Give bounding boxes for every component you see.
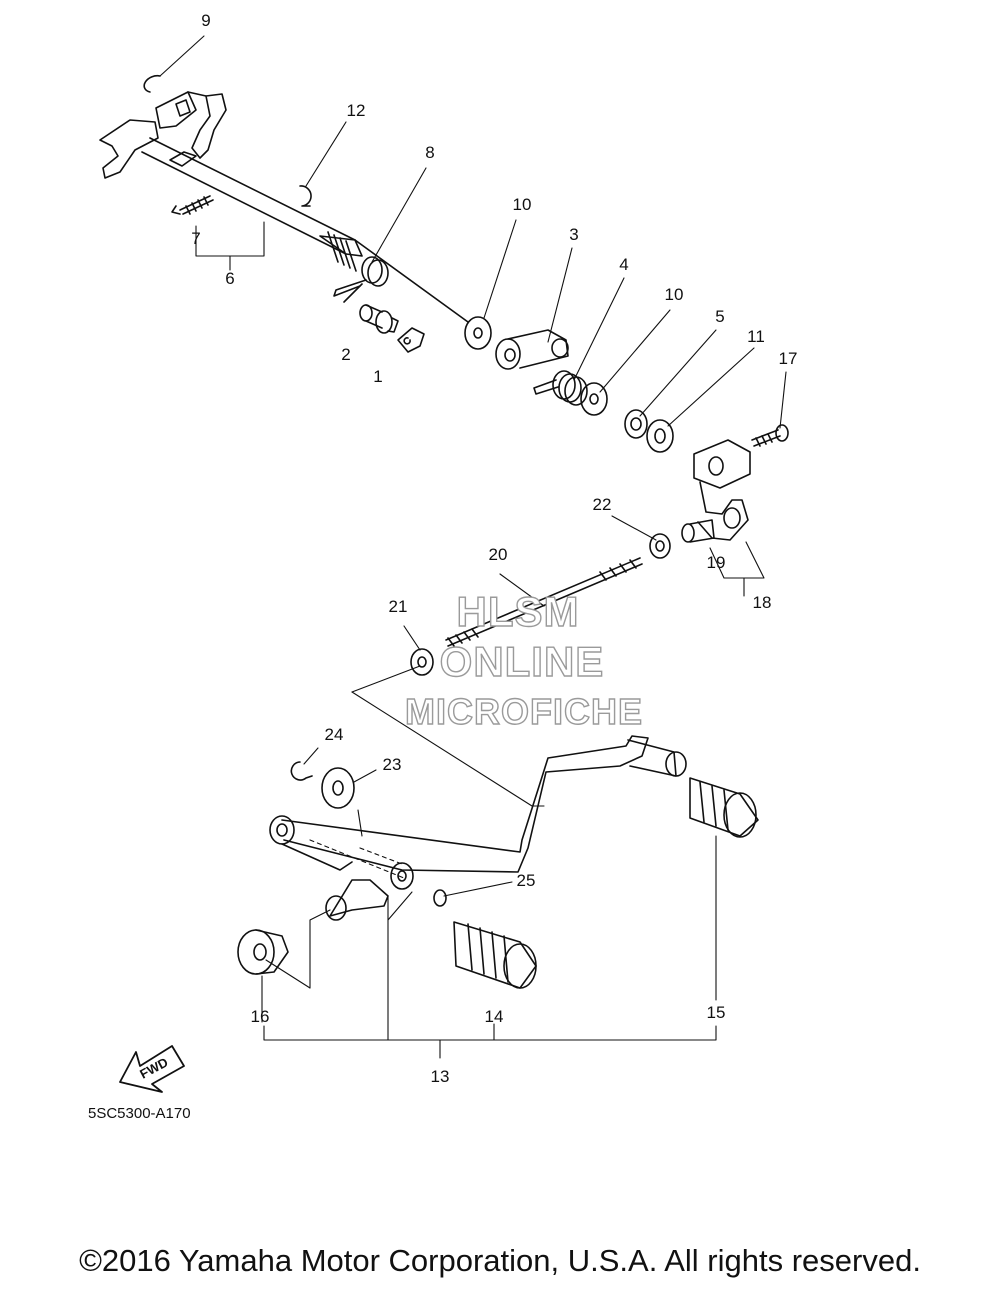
spring-part-4 <box>533 370 588 406</box>
callout-24: 24 <box>325 725 344 744</box>
callout-19: 19 <box>707 553 726 572</box>
torsion-spring-part-8 <box>333 256 389 303</box>
footrest-part-14 <box>453 921 537 989</box>
shift-pedal-part-13 <box>269 735 687 921</box>
callout-11: 11 <box>747 327 765 346</box>
washer-part-23 <box>321 767 355 809</box>
washer-part-11 <box>646 419 674 453</box>
nut-part-22 <box>649 533 671 559</box>
pin-part-16 <box>237 929 289 975</box>
circlip-part-9 <box>143 74 161 93</box>
callout-25: 25 <box>517 871 536 890</box>
assembly-dashes <box>309 839 405 879</box>
callout-17: 17 <box>779 349 798 368</box>
callout-13: 13 <box>431 1067 450 1086</box>
watermark: HLSM ONLINE MICROFICHE <box>404 587 643 732</box>
callout-20: 20 <box>489 545 508 564</box>
shift-shaft <box>141 137 469 323</box>
shift-fork <box>99 91 227 179</box>
nut-part-21 <box>410 648 434 676</box>
tie-rod-part-20 <box>445 557 643 647</box>
callout-3: 3 <box>569 225 578 244</box>
callout-8: 8 <box>425 143 434 162</box>
callout-22: 22 <box>593 495 612 514</box>
fwd-arrow-icon <box>119 1045 185 1093</box>
collar-part-5 <box>624 409 648 439</box>
callout-16: 16 <box>251 1007 270 1026</box>
callout-9: 9 <box>201 11 210 30</box>
callout-12: 12 <box>347 101 366 120</box>
washer-part-10a <box>464 316 492 350</box>
circlip-part-12 <box>299 185 312 207</box>
footrest-part-15 <box>689 777 759 838</box>
callout-23: 23 <box>383 755 402 774</box>
spring-part-7 <box>171 195 214 215</box>
callout-18: 18 <box>753 593 772 612</box>
callout-4: 4 <box>619 255 628 274</box>
drawing-code: 5SC5300-A170 <box>88 1105 191 1122</box>
callout-14: 14 <box>485 1007 504 1026</box>
washer-part-25 <box>433 889 447 907</box>
callout-1: 1 <box>373 367 382 386</box>
leader-lines <box>159 35 787 1059</box>
fwd-label: FWD <box>137 1054 170 1081</box>
callout-21: 21 <box>389 597 408 616</box>
watermark-line2: ONLINE <box>440 638 605 685</box>
callout-10a: 10 <box>513 195 532 214</box>
watermark-line1: HLSM <box>457 588 580 635</box>
copyright-notice: ©2016 Yamaha Motor Corporation, U.S.A. A… <box>79 1243 921 1278</box>
bolt-part-17 <box>751 424 789 447</box>
plate-part-1 <box>397 327 425 353</box>
watermark-line3: MICROFICHE <box>405 691 643 732</box>
callout-5: 5 <box>715 307 724 326</box>
callout-15: 15 <box>707 1003 726 1022</box>
shift-arm-part-19 <box>681 439 751 543</box>
callout-7: 7 <box>191 229 200 248</box>
callout-6: 6 <box>225 269 234 288</box>
washer-part-10b <box>580 382 608 416</box>
lever-part-3 <box>495 329 569 370</box>
circlip-part-24 <box>290 761 313 781</box>
callout-10b: 10 <box>665 285 684 304</box>
bolt-part-2 <box>359 304 399 334</box>
callout-2: 2 <box>341 345 350 364</box>
